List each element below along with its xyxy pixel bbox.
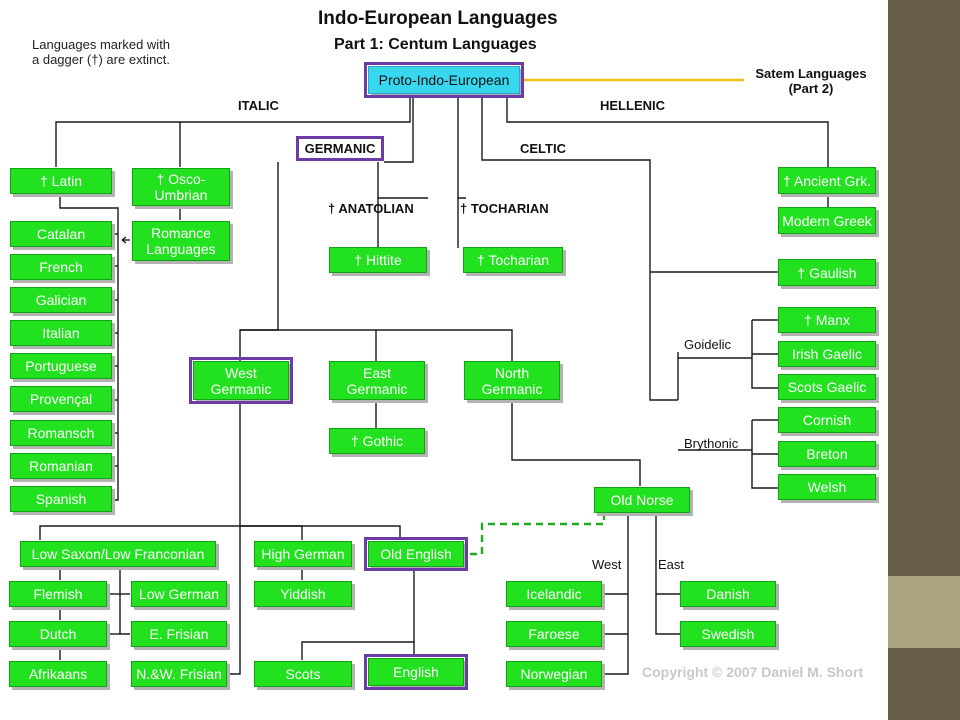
- faroese-node: Faroese: [506, 621, 602, 647]
- romanian-node: Romanian: [10, 453, 112, 479]
- extinct-note: Languages marked with a dagger (†) are e…: [32, 37, 171, 67]
- hellenic-label: HELLENIC: [600, 98, 665, 113]
- old-norse-node: Old Norse: [594, 487, 690, 513]
- proto-indo-european-node: Proto-Indo-European: [364, 62, 524, 98]
- tocharian-node: † Tocharian: [463, 247, 563, 273]
- e-frisian-node: E. Frisian: [131, 621, 227, 647]
- icelandic-node: Icelandic: [506, 581, 602, 607]
- norwegian-node: Norwegian: [506, 661, 602, 687]
- celtic-label: CELTIC: [520, 141, 566, 156]
- north-west-label: West: [592, 557, 622, 572]
- italic-label: ITALIC: [238, 98, 279, 113]
- goidelic-label: Goidelic: [684, 337, 731, 352]
- swedish-node: Swedish: [680, 621, 776, 647]
- satem-languages-label: Satem Languages (Part 2): [755, 66, 867, 96]
- sidebar-light-band: [888, 576, 960, 648]
- cornish-node: Cornish: [778, 407, 876, 433]
- tocharian-label: † TOCHARIAN: [460, 201, 549, 216]
- nw-frisian-node: N.&W. Frisian: [131, 661, 227, 687]
- french-node: French: [10, 254, 112, 280]
- irish-gaelic-node: Irish Gaelic: [778, 341, 876, 367]
- diagram-title: Indo-European Languages: [318, 8, 558, 29]
- scots-node: Scots: [254, 661, 352, 687]
- north-germanic-node: North Germanic: [464, 361, 560, 400]
- danish-node: Danish: [680, 581, 776, 607]
- germanic-label: GERMANIC: [296, 136, 384, 161]
- latin-node: † Latin: [10, 168, 112, 194]
- flemish-node: Flemish: [9, 581, 107, 607]
- anatolian-label: † ANATOLIAN: [328, 201, 414, 216]
- osco-umbrian-node: † Osco- Umbrian: [132, 168, 230, 206]
- copyright-notice: Copyright © 2007 Daniel M. Short: [642, 664, 864, 680]
- manx-node: † Manx: [778, 307, 876, 333]
- west-germanic-node: West Germanic: [189, 357, 293, 404]
- east-germanic-node: East Germanic: [329, 361, 425, 400]
- low-saxon-low-franconian-node: Low Saxon/Low Franconian: [20, 541, 216, 567]
- english-node: English: [364, 654, 468, 690]
- portuguese-node: Portuguese: [10, 353, 112, 379]
- ancient-greek-node: † Ancient Grk.: [778, 167, 876, 194]
- afrikaans-node: Afrikaans: [9, 661, 107, 687]
- old-english-node: Old English: [364, 537, 468, 571]
- catalan-node: Catalan: [10, 221, 112, 247]
- sidebar-dark-bottom: [888, 648, 960, 720]
- yiddish-node: Yiddish: [254, 581, 352, 607]
- diagram-subtitle: Part 1: Centum Languages: [334, 36, 537, 53]
- welsh-node: Welsh: [778, 474, 876, 500]
- modern-greek-node: Modern Greek: [778, 207, 876, 234]
- provencal-node: Provençal: [10, 386, 112, 412]
- low-german-node: Low German: [131, 581, 227, 607]
- hittite-node: † Hittite: [329, 247, 427, 273]
- high-german-node: High German: [254, 541, 352, 567]
- scots-gaelic-node: Scots Gaelic: [778, 374, 876, 400]
- sidebar-dark-top: [888, 0, 960, 576]
- breton-node: Breton: [778, 441, 876, 467]
- brythonic-label: Brythonic: [684, 436, 739, 451]
- spanish-node: Spanish: [10, 486, 112, 512]
- north-east-label: East: [658, 557, 685, 572]
- gaulish-node: † Gaulish: [778, 259, 876, 286]
- italian-node: Italian: [10, 320, 112, 346]
- dutch-node: Dutch: [9, 621, 107, 647]
- gothic-node: † Gothic: [329, 428, 425, 454]
- romance-languages-node: Romance Languages: [132, 221, 230, 261]
- romansch-node: Romansch: [10, 420, 112, 446]
- galician-node: Galician: [10, 287, 112, 313]
